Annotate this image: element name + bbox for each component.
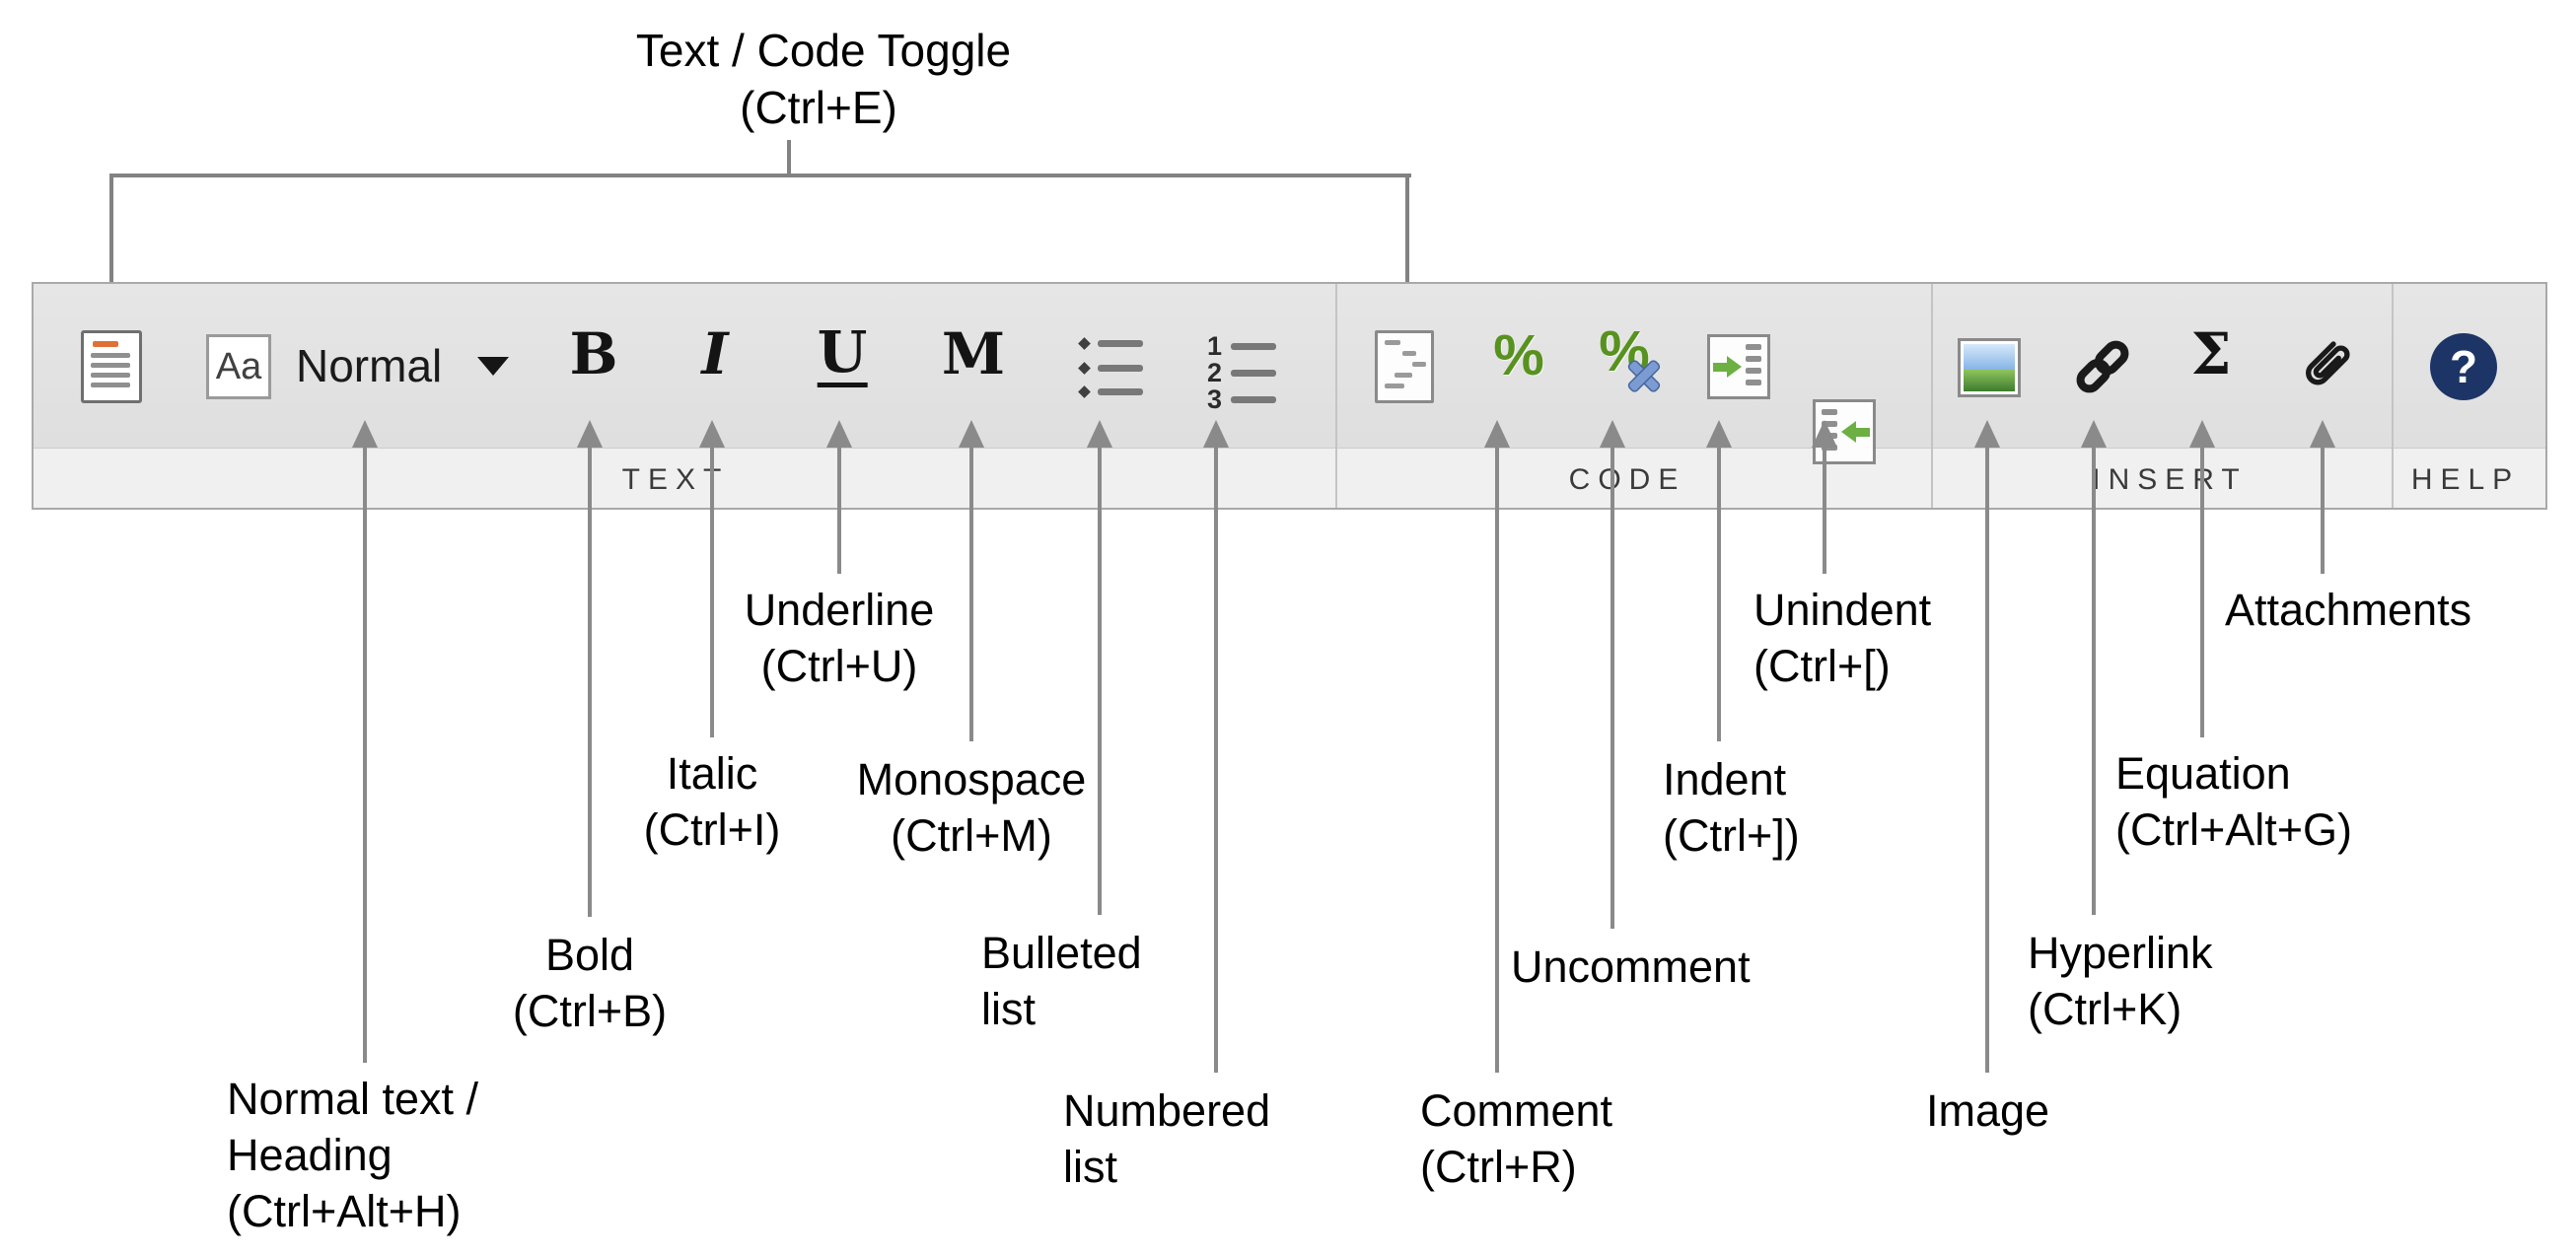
callout-attachments: Attachments <box>2225 585 2472 635</box>
group-separator <box>2392 284 2394 508</box>
blue-x-icon <box>1626 357 1662 392</box>
image-icon <box>1964 344 2015 371</box>
connector-horizontal <box>109 174 1411 177</box>
chevron-down-icon <box>477 356 510 376</box>
up-arrow-icon <box>1484 420 1510 448</box>
paperclip-icon <box>2306 341 2350 385</box>
up-arrow-icon <box>1974 420 2000 448</box>
chain-link-icon <box>2076 340 2129 393</box>
help-button[interactable]: ? <box>2430 333 2497 400</box>
group-separator <box>1931 284 1933 508</box>
numbered-list-button[interactable]: 1 2 3 <box>1207 333 1276 413</box>
up-arrow-icon <box>959 420 984 448</box>
connector-right-drop <box>1405 174 1409 284</box>
up-arrow-icon <box>2310 420 2335 448</box>
group-label-insert: INSERT <box>2092 463 2248 496</box>
aa-icon: Aa <box>215 345 262 387</box>
connector-stub <box>787 140 791 177</box>
callout-unindent: Unindent (Ctrl+[) <box>1753 585 1932 691</box>
callout-normal-heading: Normal text / Heading (Ctrl+Alt+H) <box>227 1074 479 1236</box>
up-arrow-icon <box>577 420 603 448</box>
callout-hyperlink: Hyperlink (Ctrl+K) <box>2028 928 2213 1034</box>
equation-button[interactable]: Σ <box>2190 320 2232 387</box>
up-arrow-icon <box>699 420 725 448</box>
green-arrow-right-icon <box>1713 363 1727 372</box>
doc-heading-bar-icon <box>93 341 118 347</box>
up-arrow-icon <box>2081 420 2107 448</box>
attachments-button[interactable] <box>2291 331 2358 398</box>
callout-underline: Underline (Ctrl+U) <box>744 585 935 691</box>
text-code-toggle-button[interactable] <box>81 330 142 403</box>
indent-button[interactable] <box>1707 334 1770 399</box>
heading-dropdown[interactable]: Normal <box>296 340 510 391</box>
up-arrow-icon <box>1203 420 1229 448</box>
bold-button[interactable]: B <box>569 320 618 387</box>
up-arrow-icon <box>1087 420 1112 448</box>
heading-dropdown-value: Normal <box>296 340 443 391</box>
top-callout-title: Text / Code Toggle <box>635 25 1012 76</box>
comment-button[interactable]: % <box>1493 323 1544 387</box>
callout-indent: Indent (Ctrl+]) <box>1663 754 1800 861</box>
up-arrow-icon <box>1706 420 1732 448</box>
bullet-icon <box>1078 385 1091 398</box>
top-callout-shortcut: (Ctrl+E) <box>740 82 897 133</box>
editor-toolbar: Aa Normal B I U M 1 2 3 % <box>32 282 2547 510</box>
toolbar-group-strip <box>34 448 2545 508</box>
connector-left-drop <box>109 174 113 284</box>
up-arrow-icon <box>826 420 852 448</box>
green-arrow-left-icon <box>1856 428 1870 437</box>
bullet-icon <box>1078 361 1091 375</box>
callout-monospace: Monospace (Ctrl+M) <box>856 754 1087 861</box>
uncomment-button[interactable]: % <box>1593 323 1668 398</box>
style-aa-button[interactable]: Aa <box>206 334 271 399</box>
code-toggle-button[interactable] <box>1375 330 1434 403</box>
bullet-icon <box>1078 337 1091 350</box>
up-arrow-icon <box>1600 420 1625 448</box>
up-arrow-icon <box>1812 420 1837 448</box>
question-mark-icon: ? <box>2449 341 2478 392</box>
callout-bold: Bold (Ctrl+B) <box>512 930 668 1036</box>
up-arrow-icon <box>352 420 378 448</box>
callout-bulleted-list: Bulleted list <box>981 928 1142 1034</box>
hyperlink-button[interactable] <box>2071 335 2134 398</box>
callout-uncomment: Uncomment <box>1511 942 1751 992</box>
callout-equation: Equation (Ctrl+Alt+G) <box>2115 748 2353 855</box>
callout-italic: Italic (Ctrl+I) <box>643 748 781 855</box>
up-arrow-icon <box>2189 420 2215 448</box>
group-label-text: TEXT <box>621 463 730 496</box>
group-separator <box>1335 284 1337 508</box>
bulleted-list-button[interactable] <box>1078 337 1143 398</box>
group-label-code: CODE <box>1568 463 1686 496</box>
underline-button[interactable]: U <box>817 318 868 387</box>
insert-image-button[interactable] <box>1958 338 2021 397</box>
group-label-help: HELP <box>2410 463 2521 496</box>
callout-image: Image <box>1926 1085 2050 1136</box>
callout-numbered-list: Numbered list <box>1063 1085 1271 1192</box>
italic-button[interactable]: I <box>701 320 729 387</box>
callout-comment: Comment (Ctrl+R) <box>1420 1085 1613 1192</box>
monospace-button[interactable]: M <box>941 320 1006 387</box>
